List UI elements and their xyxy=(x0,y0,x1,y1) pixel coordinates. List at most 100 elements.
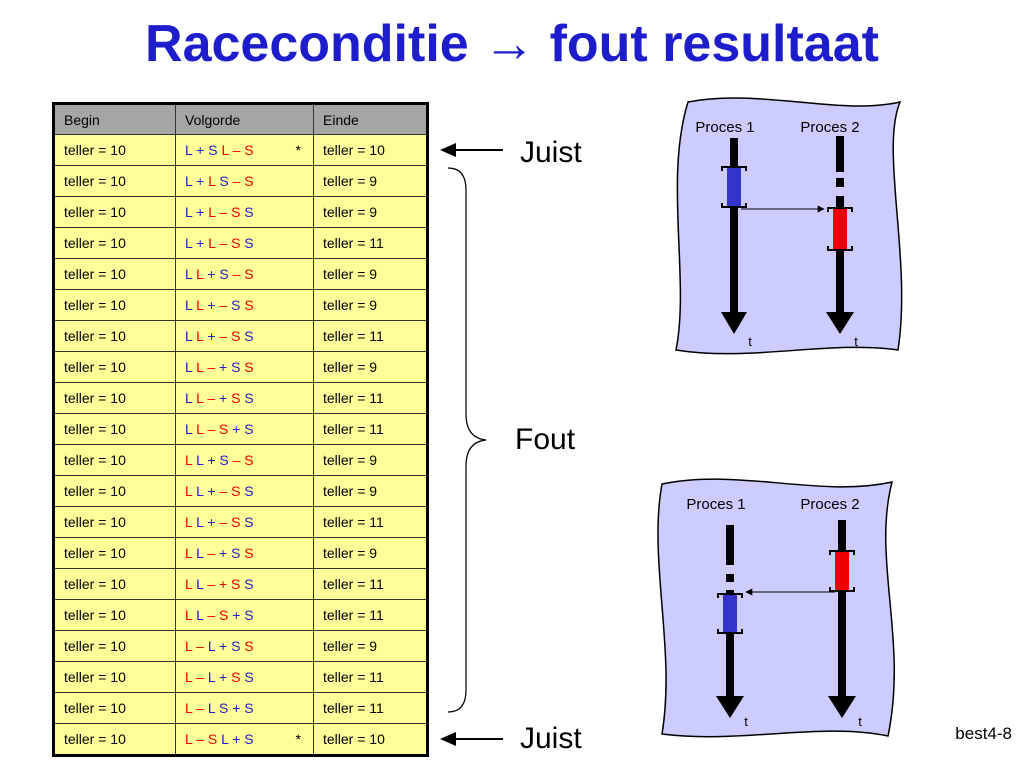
sequence-segment: – S xyxy=(219,483,245,499)
cell-einde: teller = 11 xyxy=(313,568,428,600)
sequence-segment: L xyxy=(185,514,197,530)
sequence-segment: L xyxy=(185,576,197,592)
sequence-segment: L xyxy=(196,545,208,561)
sequence-segment: L + xyxy=(185,235,209,251)
sequence-segment: + xyxy=(219,390,232,406)
sequence-segment: – S xyxy=(228,173,254,189)
cell-begin: teller = 10 xyxy=(53,258,176,290)
sequence-segment: – xyxy=(219,297,232,313)
sequence-segment: + S xyxy=(232,421,254,437)
cell-einde: teller = 11 xyxy=(313,382,428,414)
cell-volgorde: L L + S – S xyxy=(175,258,314,290)
sequence-segment: S xyxy=(244,235,254,251)
sequence-segment: L xyxy=(185,421,197,437)
cell-volgorde: L L – + S S xyxy=(175,537,314,569)
cell-einde: teller = 9 xyxy=(313,444,428,476)
cell-einde: teller = 9 xyxy=(313,196,428,228)
sequence-segment: L + xyxy=(196,483,220,499)
sequence-segment: L – S xyxy=(221,142,254,158)
sequence-segment: + xyxy=(207,328,220,344)
cell-volgorde: *L – S L + S xyxy=(175,723,314,756)
label-juist-bottom: Juist xyxy=(520,722,582,755)
cell-volgorde: L L + – S S xyxy=(175,475,314,507)
sequence-segment: S xyxy=(244,545,254,561)
cell-einde: teller = 9 xyxy=(313,351,428,383)
sequence-segment: S xyxy=(244,576,254,592)
sequence-segment: S xyxy=(231,390,245,406)
fout-brace xyxy=(447,167,487,713)
cell-einde: teller = 10 xyxy=(313,134,428,166)
sequence-segment: + S xyxy=(207,266,233,282)
time-label-2: t xyxy=(858,714,862,729)
slide-title: Raceconditie → fout resultaat xyxy=(145,15,879,73)
sequence-segment: – S xyxy=(232,266,254,282)
header-einde: Einde xyxy=(313,103,428,135)
sequence-segment: L xyxy=(185,266,197,282)
sequence-segment: L xyxy=(196,607,208,623)
cell-begin: teller = 10 xyxy=(53,289,176,321)
cell-begin: teller = 10 xyxy=(53,134,176,166)
timeline-diagram-bottom: Proces 1 Proces 2 t t xyxy=(657,478,896,738)
cell-einde: teller = 9 xyxy=(313,630,428,662)
cell-begin: teller = 10 xyxy=(53,351,176,383)
sequence-segment: L – S xyxy=(196,421,233,437)
sequence-segment: L xyxy=(185,607,197,623)
time-label-1: t xyxy=(744,714,748,729)
label-juist-top: Juist xyxy=(520,136,582,169)
sequence-segment: L xyxy=(208,173,220,189)
sequence-segment: S xyxy=(231,669,245,685)
header-volgorde: Volgorde xyxy=(175,103,314,135)
cell-begin: teller = 10 xyxy=(53,444,176,476)
sequence-segment: – xyxy=(207,545,219,561)
cell-volgorde: L L – S + S xyxy=(175,599,314,631)
sequence-segment: L – xyxy=(185,638,208,654)
cell-volgorde: L + L – S S xyxy=(175,227,314,259)
sequence-segment: – S xyxy=(232,452,254,468)
sequence-segment: L – xyxy=(185,669,208,685)
proces1-label: Proces 1 xyxy=(686,496,745,513)
sequence-segment: S xyxy=(244,204,254,220)
sequence-segment: L xyxy=(196,266,208,282)
sequence-segment: – S xyxy=(219,328,245,344)
cell-begin: teller = 10 xyxy=(53,382,176,414)
sequence-segment: S xyxy=(231,297,245,313)
diagram-panel xyxy=(675,97,903,355)
proces1-timeline xyxy=(716,525,744,718)
cell-einde: teller = 9 xyxy=(313,258,428,290)
sequence-segment: L + xyxy=(185,204,209,220)
cell-einde: teller = 9 xyxy=(313,537,428,569)
juist-bottom-arrow xyxy=(440,732,503,746)
sequence-segment: L – xyxy=(196,390,219,406)
sequence-segment: L xyxy=(196,297,208,313)
sequence-segment: L + xyxy=(185,173,209,189)
cell-begin: teller = 10 xyxy=(53,599,176,631)
sequence-segment: – S xyxy=(219,514,245,530)
cell-volgorde: L – L + S S xyxy=(175,630,314,662)
cell-volgorde: L + L – S S xyxy=(175,196,314,228)
sequence-segment: L + S xyxy=(207,638,245,654)
proces2-timeline xyxy=(828,520,856,718)
sequence-segment: L xyxy=(185,390,197,406)
time-label-2: t xyxy=(854,334,858,349)
label-fout: Fout xyxy=(515,423,576,456)
sequence-segment: L + S xyxy=(185,142,222,158)
cell-volgorde: L – L + S S xyxy=(175,661,314,693)
sequence-segment: – + S xyxy=(207,576,245,592)
diagram-panel xyxy=(657,478,896,738)
sequence-segment: S xyxy=(244,297,254,313)
cell-einde: teller = 9 xyxy=(313,165,428,197)
sequence-segment: L xyxy=(196,328,208,344)
cell-volgorde: L L + – S S xyxy=(175,320,314,352)
correct-marker: * xyxy=(295,142,301,158)
sequence-segment: S xyxy=(219,173,229,189)
